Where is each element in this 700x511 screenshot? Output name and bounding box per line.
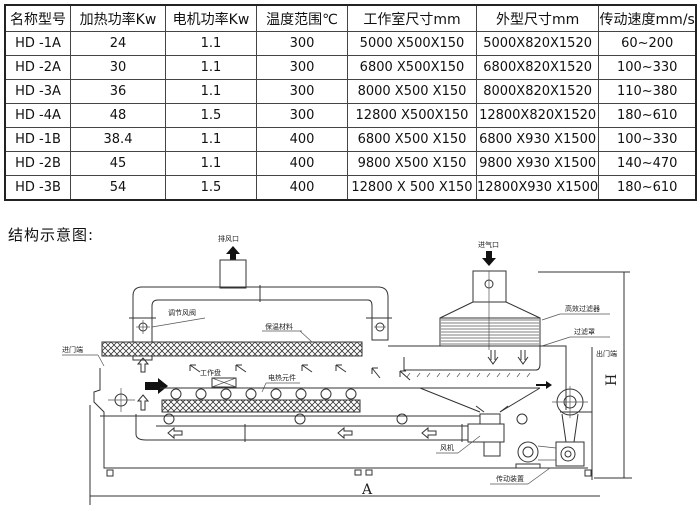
heating-roller bbox=[345, 388, 357, 400]
damper-left: 调节风阀 bbox=[132, 308, 206, 361]
hepa-filter bbox=[441, 319, 539, 345]
cell-heating-power: 54 bbox=[70, 175, 166, 201]
return-airflow-arrows bbox=[167, 426, 437, 440]
entry-arrow-icon bbox=[145, 378, 168, 394]
label-damper: 调节风阀 bbox=[168, 308, 196, 317]
label-hepa-filter: 高效过滤器 bbox=[565, 304, 600, 313]
fan bbox=[467, 423, 505, 443]
exit-arrow-icon bbox=[536, 381, 552, 389]
cell-outer-size: 6800X820X1520 bbox=[475, 55, 600, 80]
cell-drive-speed: 100~330 bbox=[598, 127, 697, 152]
heating-rollers bbox=[170, 388, 357, 400]
airflow-up-arrow-icon bbox=[136, 394, 150, 411]
drive-unit bbox=[515, 386, 588, 469]
label-insulation: 保温材料 bbox=[265, 322, 293, 331]
air-inlet-arrow-icon bbox=[482, 251, 496, 266]
cell-motor-power: 1.1 bbox=[165, 151, 257, 176]
cell-model: HD -1A bbox=[4, 31, 71, 56]
exhaust-port: 排风口 bbox=[218, 234, 247, 289]
header-drive-speed: 传动速度mm/s bbox=[598, 4, 697, 32]
cell-outer-size: 5000X820X1520 bbox=[475, 31, 600, 56]
cell-motor-power: 1.1 bbox=[165, 127, 257, 152]
table-header-row: 名称型号 加热功率Kw 电机功率Kw 温度范围℃ 工作室尺寸mm 外型尺寸mm … bbox=[4, 4, 697, 32]
label-outlet-end: 出门端 bbox=[596, 349, 617, 358]
label-drive-unit: 传动装置 bbox=[496, 474, 524, 483]
cell-model: HD -2A bbox=[4, 55, 71, 80]
cell-model: HD -3A bbox=[4, 79, 71, 104]
dim-length-label: A bbox=[361, 482, 373, 498]
cell-chamber-size: 12800 X500X150 bbox=[347, 103, 477, 128]
cell-chamber-size: 8000 X500 X150 bbox=[347, 79, 477, 104]
cell-chamber-size: 12800 X 500 X150 bbox=[347, 175, 477, 201]
cell-drive-speed: 180~610 bbox=[598, 175, 697, 201]
filter-vents bbox=[406, 372, 531, 378]
cell-model: HD -1B bbox=[4, 127, 71, 152]
cell-drive-speed: 100~330 bbox=[598, 55, 697, 80]
header-heating-power: 加热功率Kw bbox=[70, 4, 166, 32]
label-inlet-end: 进门端 bbox=[62, 345, 83, 354]
header-outer-size: 外型尺寸mm bbox=[475, 4, 600, 32]
label-heating-element: 电热元件 bbox=[268, 373, 296, 382]
filter-down-arrows bbox=[487, 350, 529, 365]
cell-drive-speed: 60~200 bbox=[598, 31, 697, 56]
heating-roller bbox=[295, 388, 307, 400]
heating-roller bbox=[170, 388, 182, 400]
label-air-inlet: 进气口 bbox=[478, 240, 499, 249]
lower-insulation bbox=[161, 399, 361, 413]
cell-outer-size: 9800 X930 X1500 bbox=[475, 151, 600, 176]
cell-chamber-size: 6800 X500 X150 bbox=[347, 127, 477, 152]
airflow-up-arrow-icon bbox=[136, 357, 150, 373]
cell-motor-power: 1.5 bbox=[165, 175, 257, 201]
airflow-arrows bbox=[189, 364, 411, 381]
cell-outer-size: 12800X820X1520 bbox=[475, 103, 600, 128]
label-work-plate: 工作盘 bbox=[200, 368, 221, 377]
cell-drive-speed: 110~380 bbox=[598, 79, 697, 104]
heating-roller bbox=[320, 388, 332, 400]
cell-outer-size: 8000X820X1520 bbox=[475, 79, 600, 104]
cell-model: HD -3B bbox=[4, 175, 71, 201]
cell-temp-range: 400 bbox=[256, 151, 348, 176]
heating-roller bbox=[270, 388, 282, 400]
cell-temp-range: 400 bbox=[256, 175, 348, 201]
section-label: 结构示意图: bbox=[8, 226, 95, 244]
damper-right bbox=[371, 317, 389, 341]
cell-temp-range: 300 bbox=[256, 31, 348, 56]
spec-table: 名称型号 加热功率Kw 电机功率Kw 温度范围℃ 工作室尺寸mm 外型尺寸mm … bbox=[4, 4, 698, 201]
heating-roller bbox=[195, 388, 207, 400]
heating-roller bbox=[220, 388, 232, 400]
cell-temp-range: 300 bbox=[256, 103, 348, 128]
exhaust-arrow-icon bbox=[226, 246, 240, 260]
label-filter-cover: 过滤罩 bbox=[574, 327, 595, 336]
dim-height-label: H bbox=[604, 374, 620, 386]
cell-drive-speed: 140~470 bbox=[598, 151, 697, 176]
cell-temp-range: 400 bbox=[256, 127, 348, 152]
cell-chamber-size: 9800 X500 X150 bbox=[347, 151, 477, 176]
cell-outer-size: 12800X930 X1500 bbox=[475, 175, 600, 201]
cell-model: HD -4A bbox=[4, 103, 71, 128]
heating-roller bbox=[245, 388, 257, 400]
work-plate bbox=[211, 377, 237, 388]
insulation-layer bbox=[101, 341, 363, 357]
label-exhaust-port: 排风口 bbox=[218, 234, 239, 243]
label-fan: 风机 bbox=[440, 443, 454, 452]
cell-drive-speed: 180~610 bbox=[598, 103, 697, 128]
cell-chamber-size: 6800 X500X150 bbox=[347, 55, 477, 80]
cell-heating-power: 24 bbox=[70, 31, 166, 56]
